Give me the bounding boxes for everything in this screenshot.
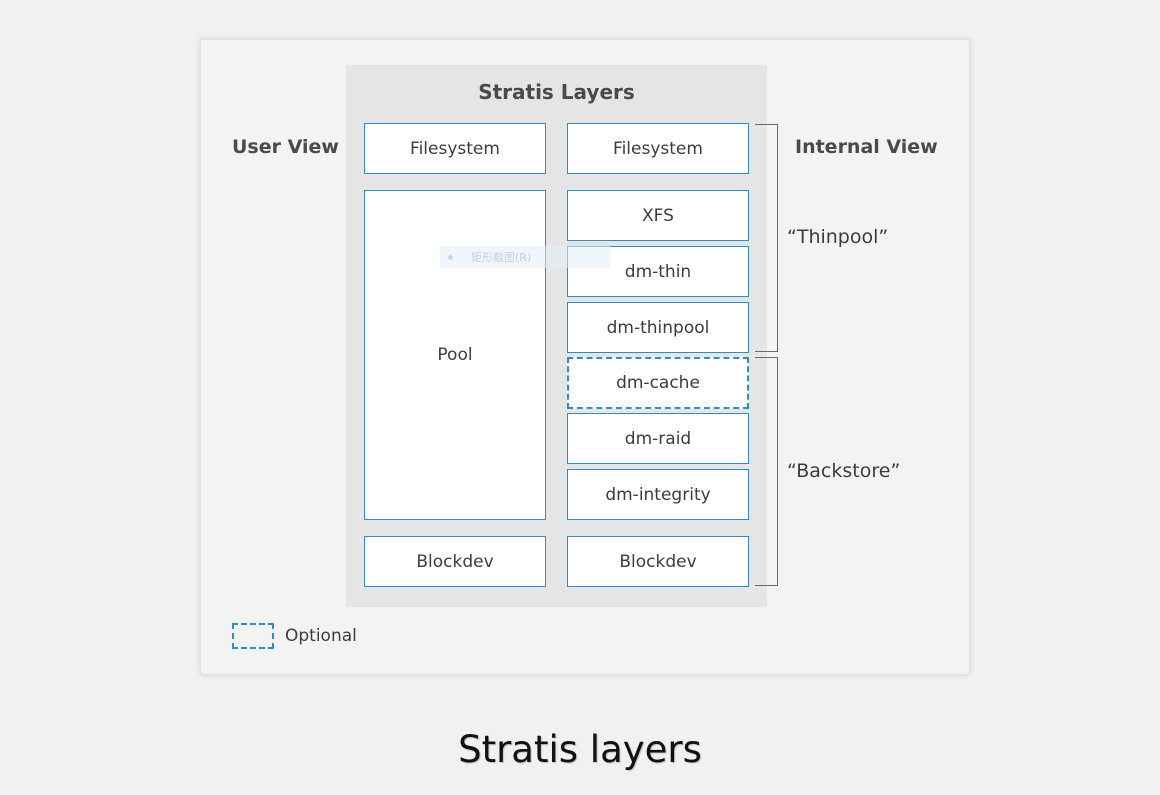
dm-integrity-box: dm-integrity [567,469,749,520]
user-view-label: User View [232,136,339,158]
thinpool-bracket [755,124,778,352]
user-filesystem-box: Filesystem [364,123,546,174]
internal-filesystem-box: Filesystem [567,123,749,174]
internal-blockdev-box: Blockdev [567,536,749,587]
dm-thinpool-box: dm-thinpool [567,302,749,353]
thinpool-label: “Thinpool” [787,226,889,248]
dm-thin-box: dm-thin [567,246,749,297]
screenshot-tool-tooltip: 矩形截图(R) [440,246,610,268]
internal-view-label: Internal View [795,136,938,158]
dm-cache-box: dm-cache [567,357,749,409]
backstore-label: “Backstore” [787,460,901,482]
xfs-box: XFS [567,190,749,241]
optional-legend-swatch [232,623,274,649]
user-pool-box: Pool [364,190,546,520]
dm-raid-box: dm-raid [567,413,749,464]
user-blockdev-box: Blockdev [364,536,546,587]
tooltip-dot-icon [448,254,453,260]
backstore-bracket [755,357,778,586]
diagram-title: Stratis Layers [478,80,635,104]
tooltip-text: 矩形截图(R) [471,251,532,264]
figure-caption: Stratis layers [458,728,702,771]
optional-legend-label: Optional [285,626,357,646]
